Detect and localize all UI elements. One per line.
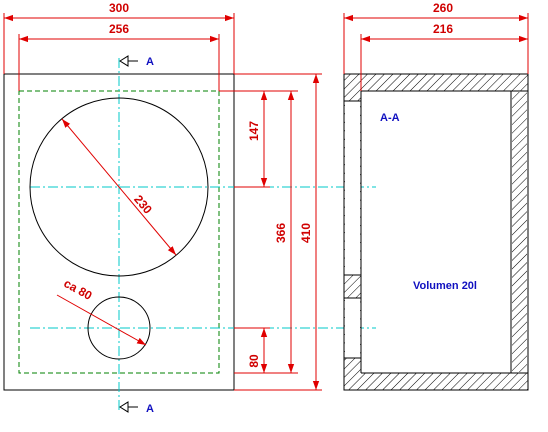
woofer-diameter-line [61, 118, 177, 256]
section-marker-bottom-label: A [146, 403, 154, 415]
section-title: A-A [380, 112, 400, 124]
port-diameter-line [56, 294, 147, 346]
section-outline [343, 73, 529, 391]
dimension-label-256: 256 [109, 22, 129, 36]
dimension-label-147: 147 [247, 121, 261, 141]
section-marker-top: A [119, 55, 154, 68]
dimension-label-260: 260 [433, 1, 453, 15]
section-arrow-icon [119, 401, 129, 413]
section-arrow-icon [119, 55, 129, 67]
section-view: A-A Volumen 20l [343, 73, 529, 391]
front-top-dimensions: 300 256 [3, 1, 235, 91]
dimension-label-366: 366 [274, 223, 288, 243]
dimension-label-80: 80 [247, 354, 261, 368]
front-view: 230 ca 80 A A [3, 55, 376, 415]
dimension-label-216: 216 [433, 22, 453, 36]
section-walls-hatched [344, 74, 528, 390]
dimension-label-300: 300 [109, 1, 129, 15]
woofer-cutout [29, 97, 209, 277]
port-cutout [87, 296, 151, 360]
volume-label: Volumen 20l [413, 280, 477, 292]
section-marker-top-label: A [146, 56, 154, 68]
woofer-opening [345, 101, 360, 275]
side-top-dimensions: 260 216 [343, 1, 529, 91]
section-marker-bottom: A [119, 401, 154, 415]
vertical-dimensions: 147 80 366 410 [219, 73, 322, 391]
dimension-label-410: 410 [299, 223, 313, 243]
woofer-diameter-label: 230 [131, 192, 155, 217]
port-diameter-label: ca 80 [61, 276, 94, 303]
port-opening [345, 298, 360, 358]
